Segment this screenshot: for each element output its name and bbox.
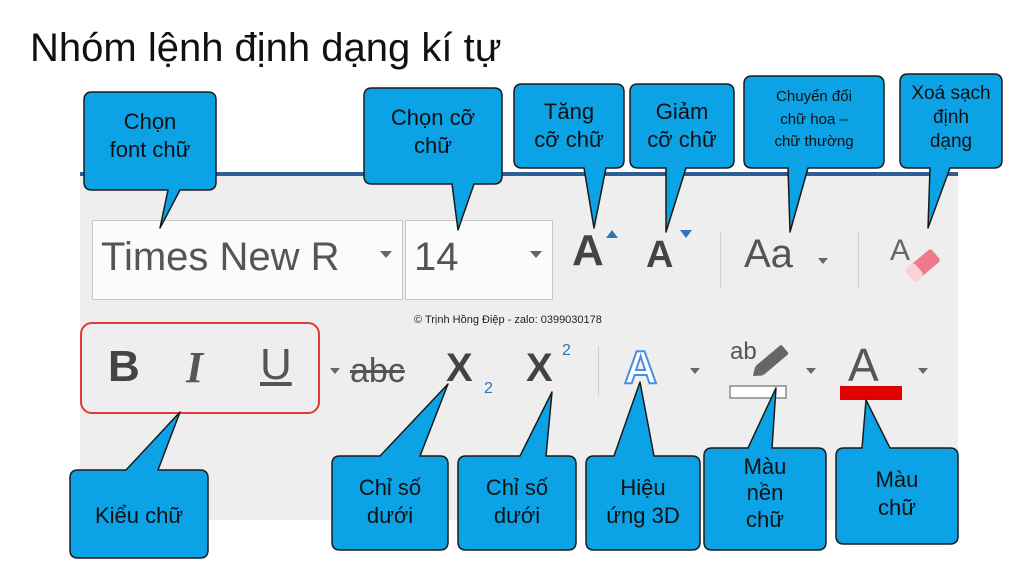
font-color-bar bbox=[840, 386, 902, 400]
grow-font-icon: A bbox=[572, 226, 604, 275]
font-name-value: Times New R bbox=[101, 235, 340, 279]
chevron-down-icon[interactable] bbox=[380, 251, 392, 258]
italic-button[interactable]: I bbox=[186, 343, 204, 392]
chevron-down-icon[interactable] bbox=[818, 258, 828, 264]
svg-text:A: A bbox=[890, 234, 910, 267]
separator bbox=[720, 232, 721, 288]
callout-subscript bbox=[331, 383, 449, 551]
font-color-icon: A bbox=[848, 339, 879, 391]
chevron-down-icon[interactable] bbox=[690, 368, 700, 374]
font-style-group-highlight bbox=[80, 322, 320, 414]
triangle-up-icon bbox=[606, 230, 618, 238]
callout-superscript bbox=[457, 391, 577, 551]
subscript-icon: X bbox=[446, 346, 473, 390]
callout-highlight bbox=[703, 387, 827, 551]
font-name-combo[interactable]: Times New R bbox=[92, 220, 403, 300]
copyright-text: © Trịnh Hồng Điệp - zalo: 0399030178 bbox=[414, 314, 602, 326]
underline-button[interactable]: U bbox=[260, 340, 292, 389]
shrink-font-icon: A bbox=[646, 234, 674, 276]
callout-grow bbox=[513, 83, 625, 229]
font-size-combo[interactable]: 14 bbox=[405, 220, 553, 300]
callout-size bbox=[363, 87, 503, 231]
callout-style-text: Kiểu chữ bbox=[94, 503, 184, 528]
superscript-digit: 2 bbox=[562, 342, 571, 359]
ribbon-top-border bbox=[80, 172, 958, 176]
chevron-down-icon[interactable] bbox=[530, 251, 542, 258]
separator bbox=[858, 232, 859, 288]
bold-button[interactable]: B bbox=[108, 342, 140, 391]
callout-effects bbox=[585, 381, 701, 551]
font-size-value: 14 bbox=[414, 235, 459, 279]
triangle-down-icon bbox=[680, 230, 692, 238]
callout-case bbox=[743, 75, 885, 233]
callout-font bbox=[83, 91, 217, 229]
chevron-down-icon[interactable] bbox=[330, 368, 340, 374]
superscript-icon: X bbox=[526, 346, 553, 390]
slide-title: Nhóm lệnh định dạng kí tự bbox=[30, 26, 502, 70]
eraser-icon: A bbox=[890, 234, 940, 282]
change-case-icon: Aa bbox=[744, 232, 793, 276]
callout-clear bbox=[899, 73, 1003, 229]
callout-shrink bbox=[629, 83, 735, 233]
callout-color bbox=[835, 399, 959, 545]
chevron-down-icon[interactable] bbox=[918, 368, 928, 374]
callout-style bbox=[69, 411, 209, 559]
strikethrough-button[interactable]: abc bbox=[350, 352, 405, 390]
separator bbox=[598, 346, 599, 396]
highlight-letters: ab bbox=[730, 338, 757, 365]
subscript-digit: 2 bbox=[484, 380, 493, 397]
chevron-down-icon[interactable] bbox=[806, 368, 816, 374]
